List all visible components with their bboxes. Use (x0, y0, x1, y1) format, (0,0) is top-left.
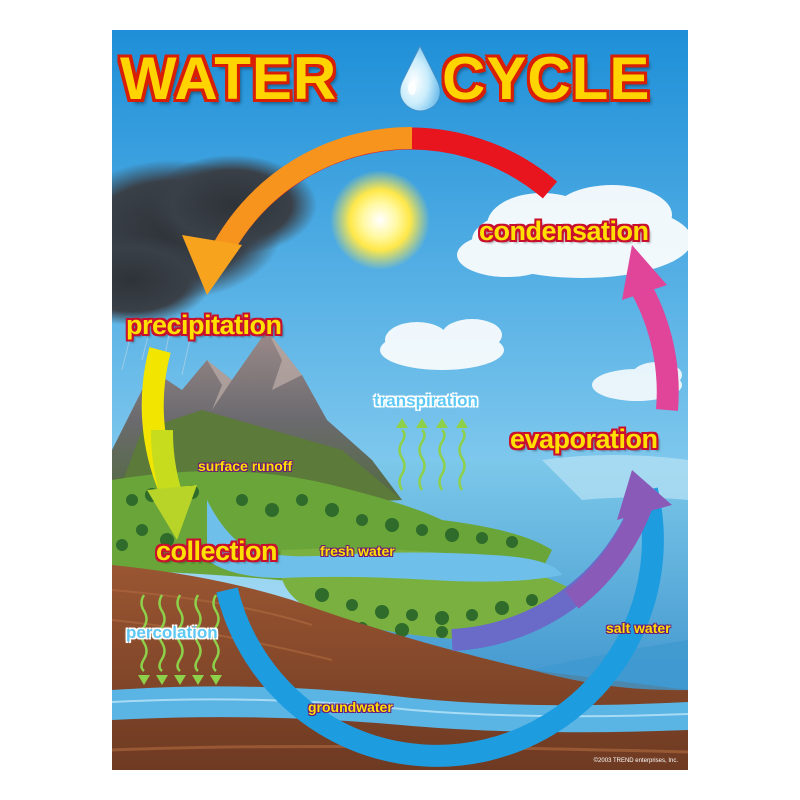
water-cycle-poster: WATER CYCLE condensation precipitation e… (112, 30, 688, 770)
label-salt-water: salt water (606, 620, 671, 636)
copyright-notice: ©2003 TREND enterprises, Inc. (593, 758, 678, 764)
label-transpiration: transpiration (374, 391, 478, 410)
percolation-arrowheads (138, 675, 222, 685)
label-precipitation: precipitation (126, 310, 282, 340)
label-evaporation: evaporation (510, 424, 658, 454)
cycle-arrows (141, 126, 679, 767)
white-cloud-middle (380, 319, 504, 370)
arc-collection-to-evaporation (216, 487, 664, 767)
title-water: WATER (120, 45, 338, 112)
scene-illustration (112, 30, 688, 770)
label-collection: collection (156, 536, 278, 566)
rain-cloud (112, 155, 317, 325)
arc-evaporation-to-condensation (632, 284, 679, 411)
title-cycle: CYCLE (442, 45, 651, 112)
fresh-water-lake (207, 500, 562, 582)
poster-title: WATER CYCLE (112, 36, 688, 112)
label-percolation: percolation (126, 623, 218, 642)
transpiration-arrowheads (396, 418, 468, 428)
cycle-arrowheads (147, 235, 672, 540)
label-surface-runoff: surface runoff (198, 458, 293, 474)
label-groundwater: groundwater (308, 699, 393, 715)
water-drop-icon (399, 44, 441, 112)
sun (330, 170, 430, 270)
percolation-arrows (140, 594, 220, 672)
transpiration-arrows (398, 429, 466, 491)
label-fresh-water: fresh water (320, 543, 395, 559)
label-condensation: condensation (479, 216, 649, 246)
